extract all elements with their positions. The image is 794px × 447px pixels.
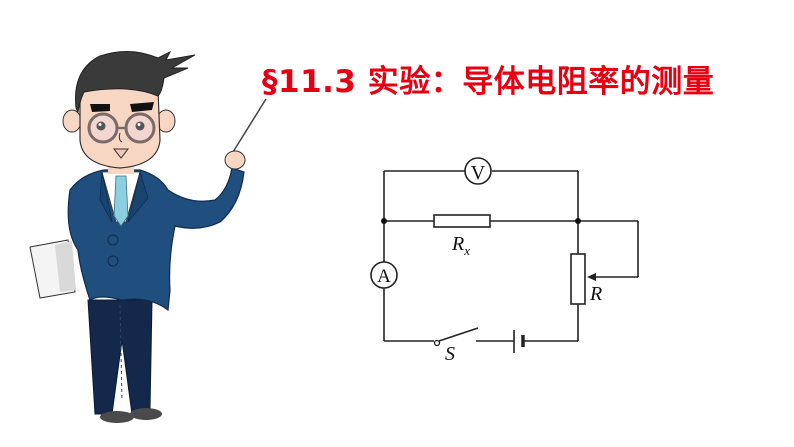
trousers	[87, 299, 153, 415]
paper-icon	[29, 239, 76, 299]
battery-icon	[513, 330, 525, 353]
pointer-stick	[232, 98, 267, 153]
right-shoe	[130, 408, 162, 420]
ammeter-icon: A	[370, 261, 398, 289]
hair	[75, 50, 196, 114]
resistor-rx-label: Rx	[451, 233, 470, 258]
svg-text:V: V	[471, 162, 486, 184]
teacher-illustration	[29, 50, 267, 423]
resistor-rx-icon	[433, 214, 491, 228]
jacket-button	[107, 234, 119, 246]
eyebrow	[130, 102, 154, 112]
tie	[113, 175, 129, 227]
voltmeter-icon: V	[464, 157, 492, 185]
switch-label: S	[445, 343, 455, 365]
nose	[118, 132, 123, 143]
rheostat-icon	[570, 253, 596, 305]
left-shoe	[100, 411, 134, 423]
junction-node	[575, 218, 581, 224]
mouth	[112, 148, 130, 159]
rheostat-label: R	[589, 283, 602, 305]
slide-title: §11.3 实验：导体电阻率的测量	[262, 64, 715, 100]
glasses-icon	[87, 112, 156, 144]
jacket-button	[107, 255, 119, 267]
svg-text:A: A	[377, 266, 391, 287]
hand	[224, 150, 246, 170]
eyebrow	[90, 104, 110, 112]
switch-icon	[433, 327, 479, 347]
junction-node	[381, 218, 387, 224]
